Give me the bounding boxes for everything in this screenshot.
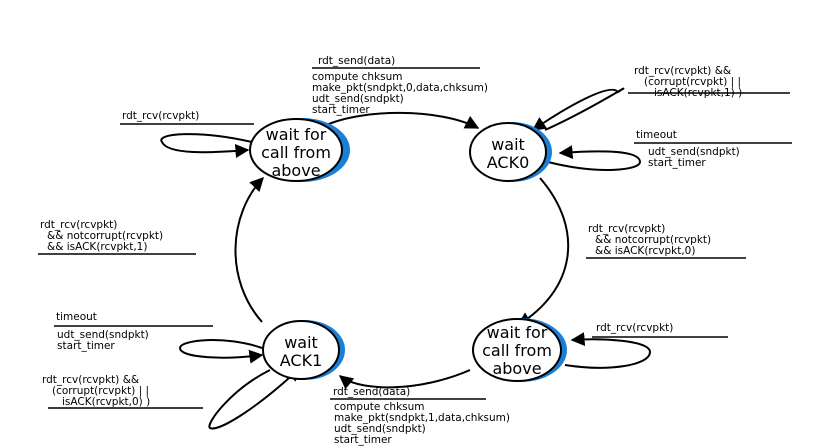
edge-ack1-timeout — [178, 339, 264, 364]
state-label-line: ACK0 — [487, 153, 530, 172]
transition-label-ack1-timeout: timeout udt_send(sndpkt) start_timer — [54, 311, 213, 352]
event-text: rdt_rcv(rcvpkt) — [122, 110, 199, 122]
edge-call1-rcv — [564, 332, 652, 369]
action-text: start_timer — [648, 157, 706, 169]
state-label-line: call from — [261, 143, 331, 162]
event-text: rdt_send(data) — [333, 386, 410, 398]
event-text: rdt_rcv(rcvpkt) — [596, 322, 673, 334]
action-text: start_timer — [312, 104, 370, 116]
event-text: && notcorrupt(rcvpkt) — [595, 234, 711, 246]
transition-label-send0: rdt_send(data) compute chksum make_pkt(s… — [312, 55, 488, 116]
event-text: rdt_rcv(rcvpkt) && — [42, 374, 139, 386]
state-label-line: wait for — [487, 323, 548, 342]
state-wait-ack0: wait ACK0 — [469, 122, 552, 182]
state-label-line: wait — [491, 135, 525, 154]
event-text: rdt_send(data) — [318, 55, 395, 67]
transition-label-call1-rcv: rdt_rcv(rcvpkt) — [592, 322, 728, 338]
transition-label-send1: rdt_send(data) compute chksum make_pkt(s… — [330, 386, 510, 446]
transition-label-ack1-ok: rdt_rcv(rcvpkt) && notcorrupt(rcvpkt) &&… — [38, 219, 196, 255]
event-text: rdt_rcv(rcvpkt) — [40, 219, 117, 231]
action-text: udt_send(sndpkt) — [334, 423, 426, 435]
state-label-line: call from — [482, 341, 552, 360]
event-text: && isACK(rcvpkt,1) — [47, 241, 147, 253]
action-text: udt_send(sndpkt) — [57, 329, 149, 341]
state-wait-call-0: wait for call from above — [249, 118, 350, 182]
event-text: timeout — [56, 311, 97, 323]
transition-label-call0-rcv: rdt_rcv(rcvpkt) — [120, 110, 254, 125]
transition-label-ack0-ok: rdt_rcv(rcvpkt) && notcorrupt(rcvpkt) &&… — [586, 223, 746, 259]
action-text: start_timer — [334, 434, 392, 446]
transition-label-ack0-corrupt: rdt_rcv(rcvpkt) && (corrupt(rcvpkt) | | … — [628, 65, 790, 99]
action-text: make_pkt(sndpkt,0,data,chksum) — [312, 82, 488, 94]
action-text: compute chksum — [312, 71, 403, 83]
edge-call0-rcv — [160, 133, 253, 158]
edge-ack1-ok — [234, 176, 264, 323]
event-text: timeout — [636, 129, 677, 141]
state-wait-call-1: wait for call from above — [472, 318, 567, 382]
action-text: start_timer — [57, 340, 115, 352]
event-text: && isACK(rcvpkt,0) — [595, 245, 695, 257]
event-text: isACK(rcvpkt,0) ) — [62, 396, 150, 408]
action-text: compute chksum — [334, 401, 425, 413]
event-text: rdt_rcv(rcvpkt) && — [634, 65, 731, 77]
event-text: rdt_rcv(rcvpkt) — [588, 223, 665, 235]
event-text: && notcorrupt(rcvpkt) — [47, 230, 163, 242]
event-text: (corrupt(rcvpkt) | | — [644, 76, 741, 88]
state-wait-ack1: wait ACK1 — [262, 320, 345, 380]
state-label-line: wait for — [266, 125, 327, 144]
edge-ack0-corrupt — [531, 87, 625, 131]
transition-label-ack1-corrupt: rdt_rcv(rcvpkt) && (corrupt(rcvpkt) | | … — [42, 374, 203, 409]
edge-send1 — [338, 369, 471, 390]
edge-ack0-timeout — [547, 145, 642, 171]
action-text: make_pkt(sndpkt,1,data,chksum) — [334, 412, 510, 424]
edge-send0 — [321, 111, 480, 129]
state-label-line: above — [271, 161, 320, 180]
state-label-line: above — [492, 359, 541, 378]
action-text: udt_send(sndpkt) — [648, 146, 740, 158]
state-label-line: wait — [284, 333, 318, 352]
edge-ack0-ok — [516, 177, 570, 326]
action-text: udt_send(sndpkt) — [312, 93, 404, 105]
event-text: (corrupt(rcvpkt) | | — [52, 385, 149, 397]
transition-label-ack0-timeout: timeout udt_send(sndpkt) start_timer — [634, 129, 792, 169]
state-label-line: ACK1 — [280, 351, 323, 370]
edge-ack1-corrupt — [208, 367, 302, 430]
